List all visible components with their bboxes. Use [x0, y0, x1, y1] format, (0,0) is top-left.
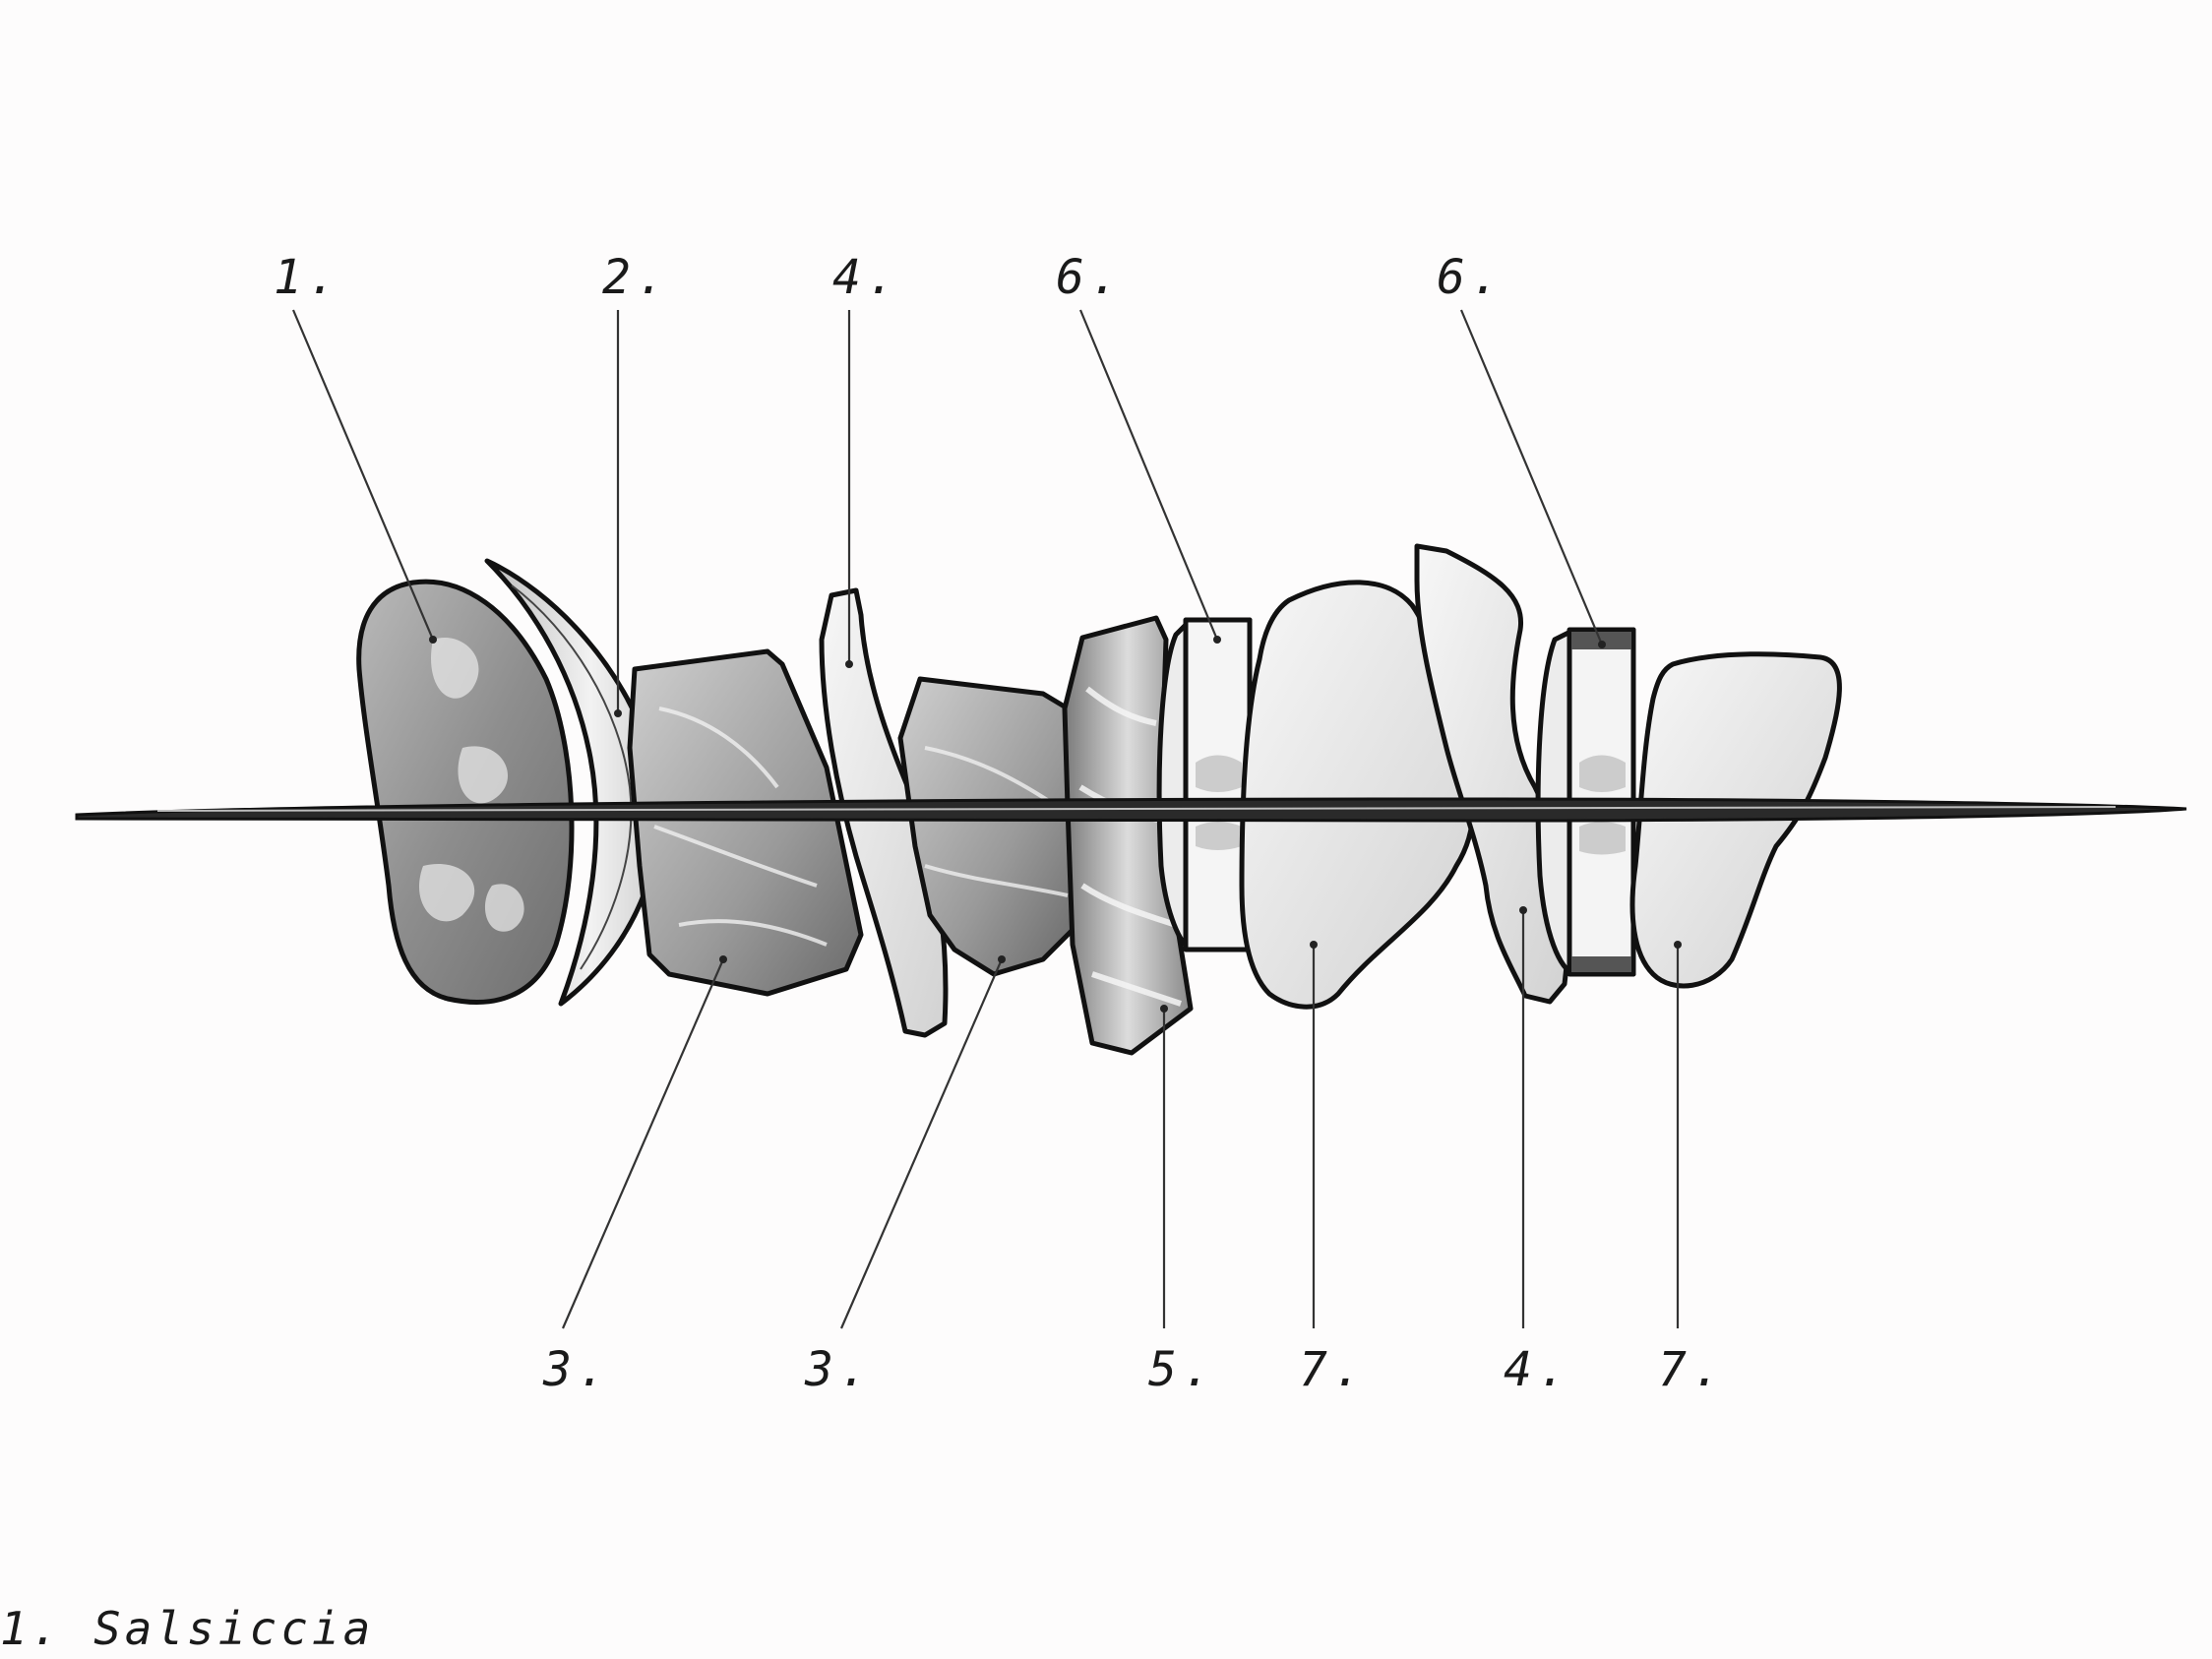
zucchini-seeds-1 — [1196, 755, 1242, 850]
label-top-6a: 6. — [1056, 250, 1125, 305]
label-bottom-3a: 3. — [542, 1342, 612, 1397]
label-bottom-5: 5. — [1148, 1342, 1217, 1397]
label-bottom-3b: 3. — [804, 1342, 874, 1397]
leader-bottom-3b — [839, 958, 1004, 1329]
leader-bottom-3a — [561, 958, 725, 1329]
label-top-1: 1. — [274, 250, 342, 305]
legend-entry-1: 1. Salsiccia — [0, 1602, 375, 1655]
leader-dots — [429, 636, 1682, 1013]
zucchini-skin-bottom — [1571, 956, 1631, 972]
leader-top-1 — [291, 309, 435, 641]
zucchini-seeds-2 — [1579, 755, 1626, 855]
meat-cube-1 — [627, 648, 864, 997]
onion-crescent-inner — [511, 584, 633, 970]
label-top-4: 4. — [832, 250, 901, 305]
meat-cube-1-veins — [653, 707, 828, 947]
leader-top-6a — [1078, 309, 1219, 641]
meat-cube-2-veins — [924, 746, 1069, 897]
label-bottom-7b: 7. — [1658, 1342, 1727, 1397]
sausage-marbling — [418, 638, 524, 932]
label-bottom-4b: 4. — [1504, 1342, 1572, 1397]
skewer-highlight — [156, 806, 2117, 812]
label-bottom-7a: 7. — [1299, 1342, 1368, 1397]
label-top-2: 2. — [602, 250, 671, 305]
pepper-strip-2 — [1414, 543, 1571, 1005]
leader-top-6b — [1459, 309, 1604, 645]
label-top-6b: 6. — [1437, 250, 1505, 305]
